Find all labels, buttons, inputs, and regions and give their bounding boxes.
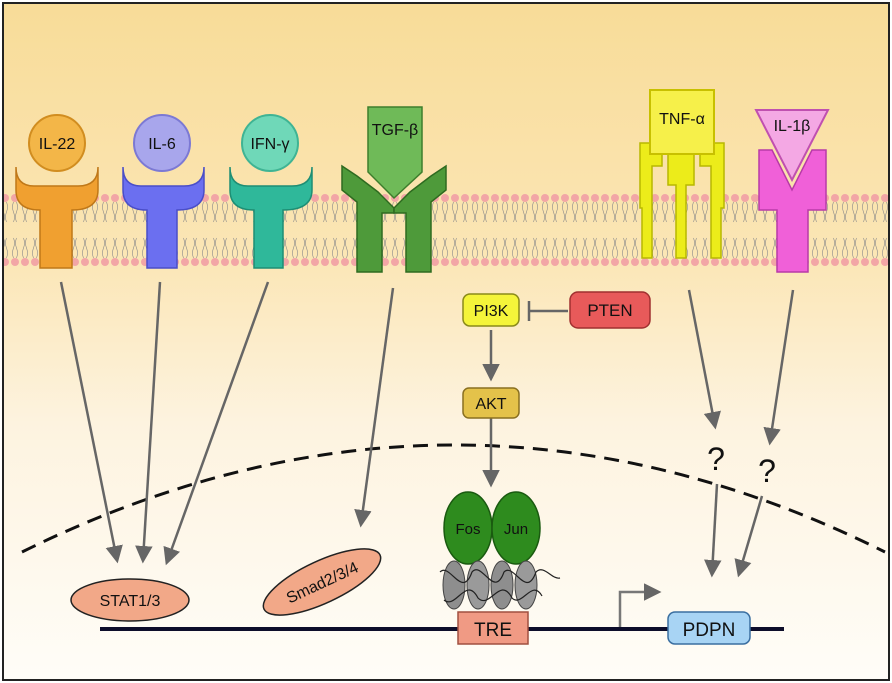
pdpn-label: PDPN [683, 620, 736, 641]
pten-node: PTEN [569, 291, 651, 329]
arrow-il1b-to-question [763, 289, 795, 446]
akt-node: AKT [462, 387, 520, 419]
ifng-label: IFN-γ [250, 136, 289, 153]
tgfb-label: TGF-β [372, 122, 419, 139]
pi3k-node: PI3K [462, 293, 520, 327]
tre-label: TRE [474, 620, 512, 641]
fos-protein: Fos [443, 491, 493, 565]
tgfb-receptor: TGF-β [341, 106, 447, 273]
tnfa-ligand [649, 89, 715, 155]
arrow-tnfa-to-question [687, 289, 721, 430]
nucleosomes [439, 560, 561, 610]
pi3k-label: PI3K [474, 303, 509, 320]
arrow-il22-to-stat [59, 281, 123, 564]
stat-protein: STAT1/3 [70, 578, 190, 622]
il1b-ligand [754, 109, 830, 183]
fos-label: Fos [455, 521, 480, 538]
pten-inhibition [527, 301, 568, 321]
jun-label: Jun [504, 521, 528, 538]
akt-label: AKT [475, 396, 506, 413]
transcription-start-arrow [618, 583, 662, 627]
tnfa-receptor: TNF-α [639, 89, 725, 259]
tgfb-ligand [367, 106, 423, 200]
arrow-il6-to-stat [135, 281, 162, 564]
il6-label: IL-6 [148, 136, 176, 153]
arrow-question-to-pdpn-1 [704, 483, 722, 578]
il6-ligand [133, 114, 191, 172]
jun-protein: Jun [491, 491, 541, 565]
unknown-mechanism-1: ? [707, 441, 725, 477]
pdpn-gene: PDPN [667, 611, 751, 645]
arrow-tgfb-to-smad [354, 287, 395, 528]
tnfa-label: TNF-α [659, 111, 705, 128]
il22-ligand [28, 114, 86, 172]
unknown-mechanism-2: ? [758, 453, 776, 489]
stat-label: STAT1/3 [100, 593, 161, 610]
il22-label: IL-22 [39, 136, 76, 153]
arrow-question-to-pdpn-2 [734, 495, 764, 578]
arrow-ifng-to-stat [163, 281, 270, 566]
ifng-ligand [241, 114, 299, 172]
signal-arrows [59, 281, 795, 578]
tre-element: TRE [457, 611, 529, 645]
ifng-receptor: IFN-γ [229, 114, 313, 269]
pten-label: PTEN [587, 301, 632, 320]
il22-receptor: IL-22 [15, 114, 99, 269]
il6-receptor: IL-6 [122, 114, 205, 269]
il1b-label: IL-1β [774, 118, 811, 135]
il1b-receptor: IL-1β [754, 109, 830, 273]
